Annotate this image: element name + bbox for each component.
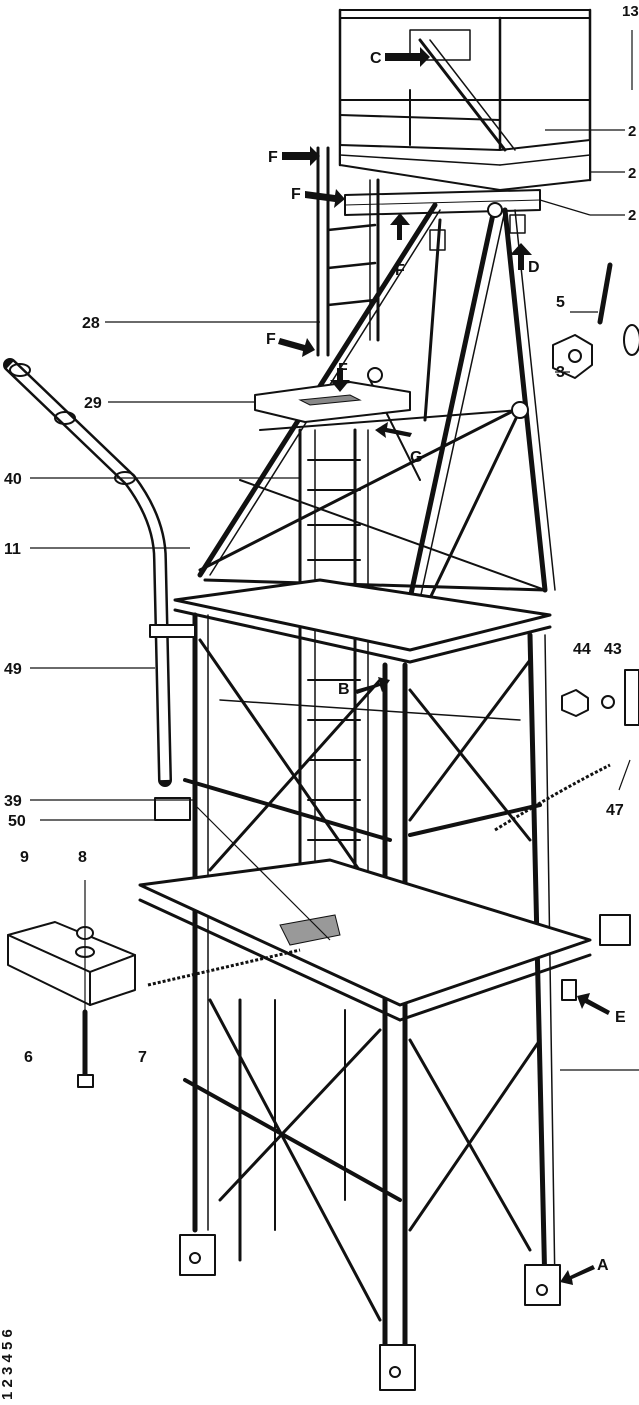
arrow-label-b: B	[338, 681, 350, 698]
arrow-label-g: G	[410, 449, 422, 466]
callout-13: 13	[622, 3, 639, 20]
arrow-label-f-platform: F	[338, 361, 348, 378]
callout-47: 47	[606, 802, 624, 819]
callout-49: 49	[4, 661, 22, 678]
tower-ladder-40	[298, 428, 369, 922]
arrow-label-f-ladder: F	[266, 331, 276, 348]
leader-lines	[30, 30, 639, 1071]
callout-44: 44	[573, 641, 591, 658]
callout-3: 3	[556, 364, 565, 381]
top-platform	[338, 8, 592, 192]
rest-platform-29	[254, 381, 411, 423]
callout-2-lower: 2	[628, 207, 636, 224]
bent-handrail-11	[3, 358, 196, 821]
callout-7: 7	[138, 1049, 147, 1066]
arrow-label-f-top: F	[268, 149, 278, 166]
arrow-letters: C F F F D F F G B E A	[266, 50, 626, 1274]
callout-28: 28	[82, 315, 100, 332]
mast-upper-section	[173, 578, 556, 1388]
callout-6: 6	[24, 1049, 33, 1066]
arrow-label-f-under: F	[395, 262, 405, 279]
callout-labels: 28 29 40 11 49 39 50 9 8 6 7 5 3 44 43 4…	[4, 3, 639, 1066]
arrow-label-f-beam: F	[291, 186, 301, 203]
callout-40: 40	[4, 471, 22, 488]
mast-mid-frame	[138, 858, 631, 1022]
mast-feet	[179, 1234, 561, 1391]
callout-11: 11	[4, 541, 21, 558]
callout-39: 39	[4, 793, 22, 810]
mast-lower-section	[183, 998, 542, 1322]
arrow-label-c: C	[370, 50, 382, 67]
arrow-label-e: E	[615, 1009, 626, 1026]
callout-2-upper: 2	[628, 123, 636, 140]
callout-9: 9	[20, 849, 29, 866]
side-reference-code: 1 2 3 4 5 6	[0, 1329, 16, 1400]
callout-8: 8	[78, 849, 87, 866]
arrow-label-a: A	[597, 1257, 609, 1274]
callout-29: 29	[84, 395, 102, 412]
reference-arrows	[278, 47, 610, 1285]
arrow-label-d: D	[528, 259, 540, 276]
counterweight-block-6	[7, 921, 136, 1088]
ladder-section-28	[316, 146, 380, 357]
callout-5: 5	[556, 294, 565, 311]
callout-2-middle: 2	[628, 165, 636, 182]
callout-50: 50	[8, 813, 26, 830]
callout-43: 43	[604, 641, 622, 658]
detail-parts	[552, 262, 639, 1001]
